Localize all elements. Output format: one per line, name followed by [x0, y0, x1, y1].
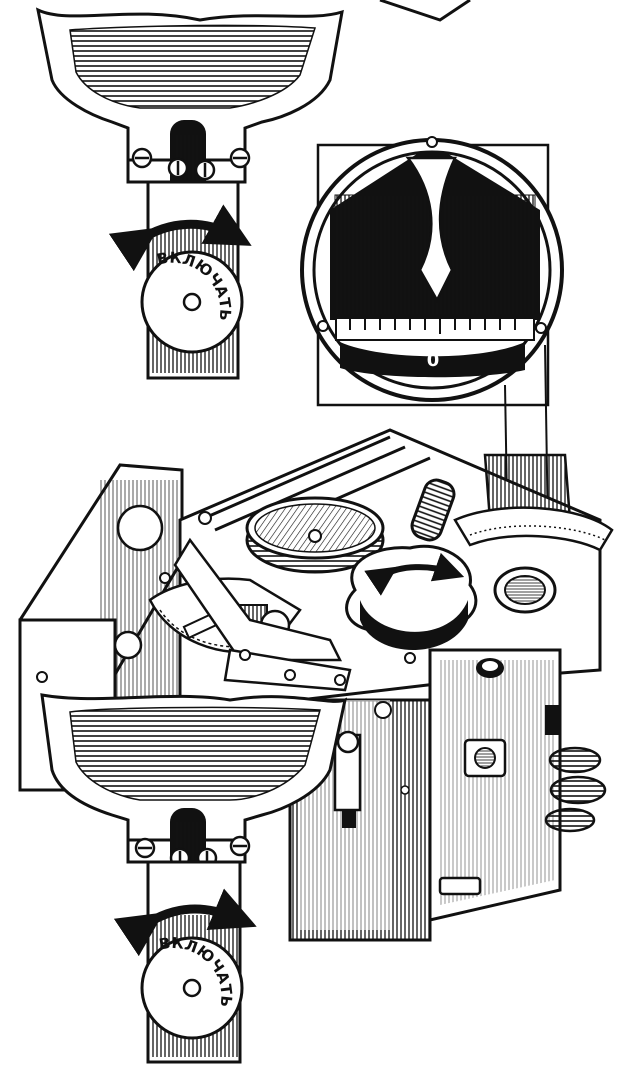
top-switch-detail: ВКЛЮЧАТЬ: [35, 7, 344, 380]
bottom-rotation-arrow: [113, 888, 257, 957]
top-rotation-arrow: [108, 204, 252, 272]
top-screws: [131, 147, 251, 181]
corner-lines: [379, 0, 471, 22]
scale-zero-label: 0: [427, 350, 440, 371]
bottom-switch-detail: ВКЛЮЧАТЬ: [40, 693, 348, 1064]
gauge-pointer: [405, 156, 457, 303]
star-knob-arrow: [364, 552, 465, 596]
gauge-detail: 0: [300, 136, 564, 561]
scale-ticks: [349, 318, 516, 334]
instrument-body: [18, 428, 614, 942]
side-knobs: [544, 746, 607, 833]
